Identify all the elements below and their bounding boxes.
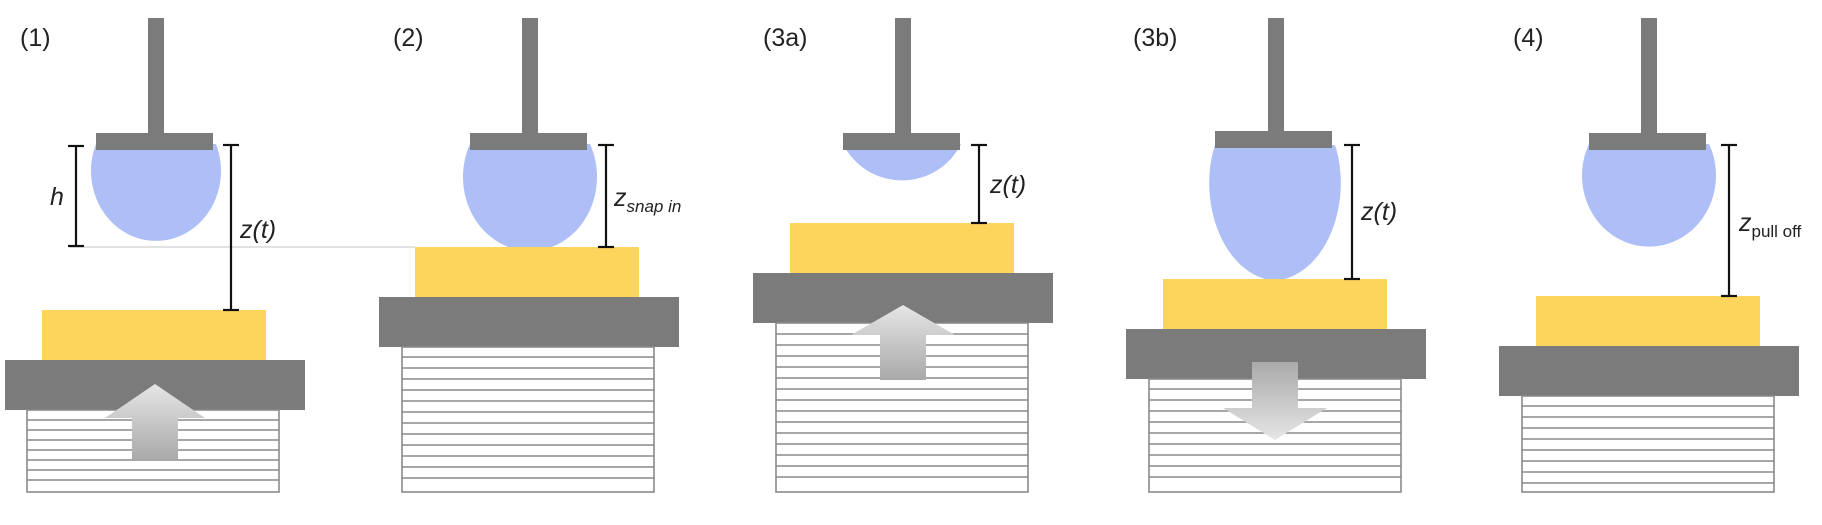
substrate xyxy=(42,310,266,360)
probe-plate xyxy=(1215,131,1332,148)
droplet xyxy=(1209,145,1341,281)
probe-shaft xyxy=(1268,18,1284,136)
arrow-up-icon xyxy=(105,384,205,460)
probe-shaft xyxy=(148,18,164,136)
panel-label: (2) xyxy=(393,24,424,52)
probe-plate xyxy=(1589,133,1706,150)
panel-label: (3b) xyxy=(1133,24,1177,52)
droplet xyxy=(843,144,961,181)
probe-shaft xyxy=(522,18,538,136)
piezo-stack xyxy=(1521,395,1775,493)
substrate xyxy=(415,247,639,297)
z-pull-off-label: zpull off xyxy=(1738,209,1802,241)
droplet xyxy=(1581,144,1717,247)
probe-plate xyxy=(470,133,587,150)
z-dimension xyxy=(1344,143,1360,281)
z-dimension xyxy=(223,143,239,312)
substrate xyxy=(1536,296,1760,346)
panel-4: (4) zpull off xyxy=(1499,18,1802,493)
arrow-down-icon xyxy=(1223,362,1327,440)
panel-label: (3a) xyxy=(763,24,807,52)
z-label: z(t) xyxy=(1360,198,1397,226)
z-dimension xyxy=(971,143,987,225)
z-dimension xyxy=(1721,143,1737,298)
z-label: z(t) xyxy=(989,171,1026,199)
z-snap-label: zsnap in xyxy=(613,184,681,216)
h-label: h xyxy=(50,183,64,211)
panel-3a: (3a) z(t) xyxy=(753,18,1053,493)
probe-plate xyxy=(96,133,213,150)
panel-2: (2) zsnap in xyxy=(379,18,681,493)
substrate xyxy=(790,223,1014,273)
panel-label: (4) xyxy=(1513,24,1544,52)
z-dimension xyxy=(598,143,614,249)
piezo-stack xyxy=(401,346,655,493)
probe-shaft xyxy=(1641,18,1657,136)
arrow-up-icon xyxy=(851,305,955,380)
droplet xyxy=(91,144,222,241)
panel-1: (1) h z(t) xyxy=(5,18,305,493)
probe-shaft xyxy=(895,18,911,136)
probe-plate xyxy=(843,133,960,150)
h-dimension xyxy=(68,144,84,248)
stage-block xyxy=(379,297,679,347)
z-label: z(t) xyxy=(239,216,276,244)
panel-label: (1) xyxy=(20,24,51,52)
substrate xyxy=(1163,279,1387,329)
droplet xyxy=(462,144,597,251)
panel-3b: (3b) z(t) xyxy=(1126,18,1426,493)
stage-block xyxy=(1499,346,1799,396)
